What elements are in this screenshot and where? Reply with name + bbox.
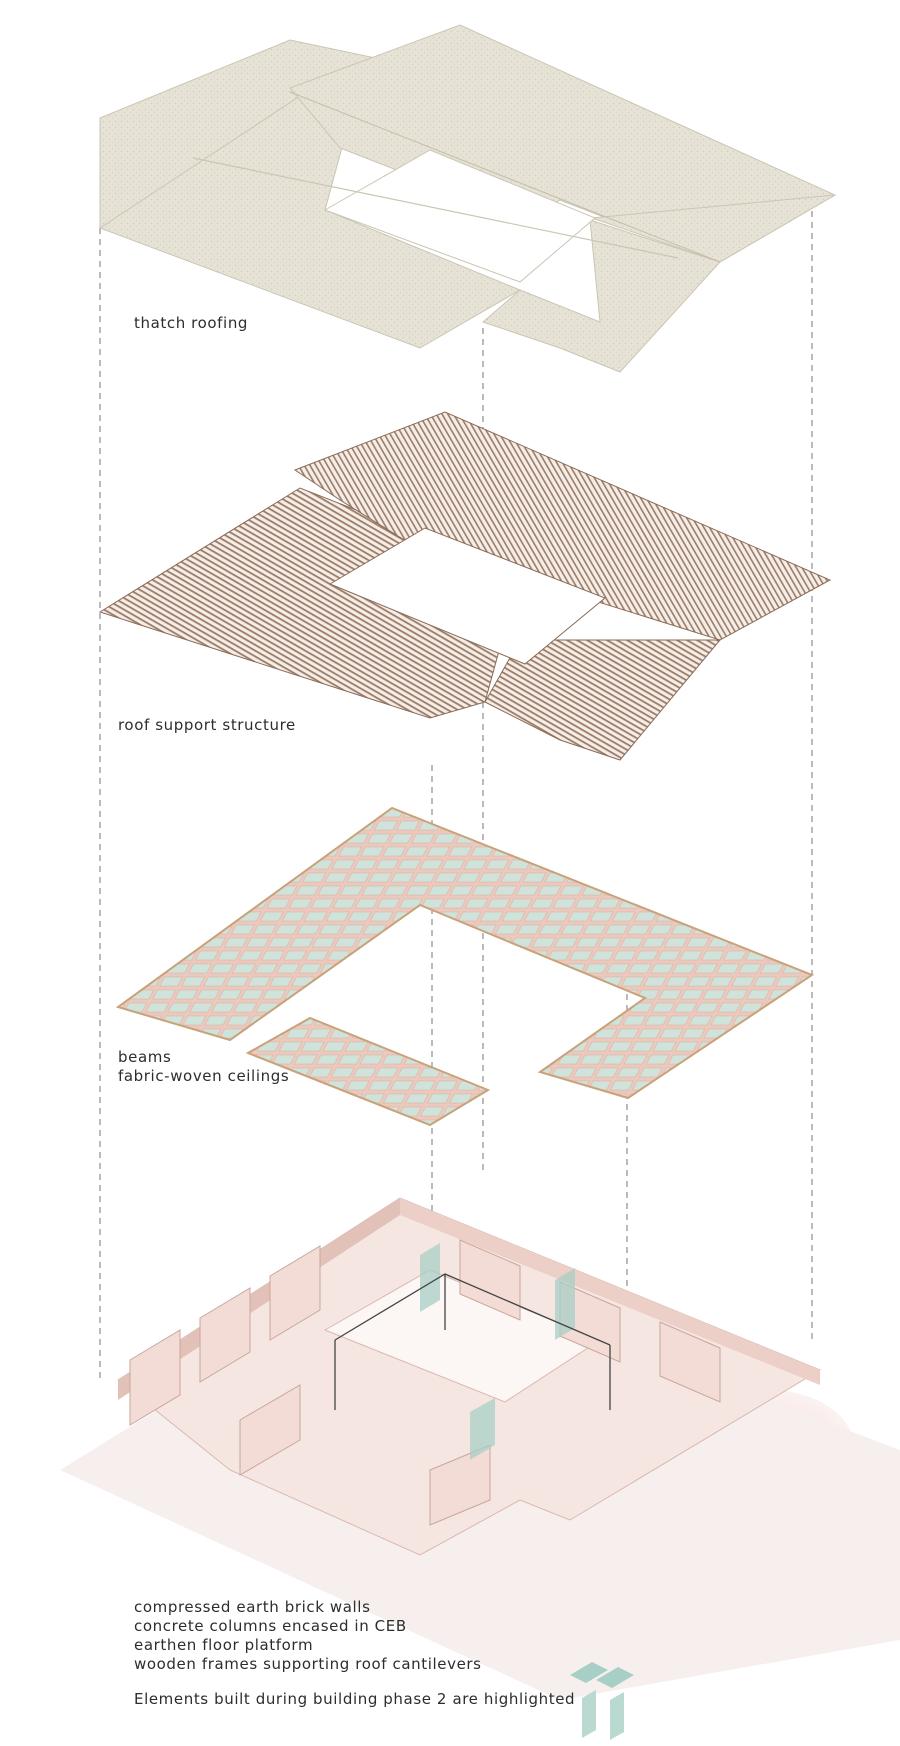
legend-frames: wooden frames supporting roof cantilever… bbox=[134, 1655, 482, 1673]
thatch-roof-panel-south bbox=[482, 219, 721, 373]
phase-2-icon bbox=[570, 1662, 634, 1740]
thatch-courtyard-void bbox=[323, 149, 596, 283]
perimeter-wall-west bbox=[118, 1198, 400, 1400]
legend-walls: compressed earth brick walls bbox=[134, 1598, 371, 1616]
thatch-roof-panel-east bbox=[591, 194, 836, 263]
wooden-frames bbox=[334, 1273, 611, 1410]
roof-support-north bbox=[293, 411, 832, 641]
ceiling-slab-main bbox=[115, 806, 815, 1100]
beams-label: beams bbox=[118, 1048, 172, 1066]
ground-floor-layer bbox=[60, 1197, 900, 1700]
legend-phase-note: Elements built during building phase 2 a… bbox=[134, 1690, 576, 1708]
thatch-roof-layer bbox=[98, 24, 837, 373]
legend-floor: earthen floor platform bbox=[134, 1636, 314, 1654]
ceiling-slab-small bbox=[245, 1016, 491, 1127]
fabric-ceilings-label: fabric-woven ceilings bbox=[118, 1067, 290, 1085]
roof-support-layer bbox=[98, 411, 832, 761]
beams-ceilings-label: beams fabric-woven ceilings bbox=[118, 1048, 289, 1086]
roof-support-courtyard-void bbox=[328, 527, 606, 665]
legend: compressed earth brick walls concrete co… bbox=[134, 1598, 575, 1709]
roof-support-label: roof support structure bbox=[118, 716, 296, 734]
legend-columns: concrete columns encased in CEB bbox=[134, 1617, 407, 1635]
perimeter-wall-north bbox=[400, 1198, 820, 1385]
guide-lines bbox=[99, 200, 813, 1380]
phase-2-highlights bbox=[420, 1243, 575, 1460]
ceiling-layer bbox=[115, 806, 815, 1127]
thatch-roofing-label: thatch roofing bbox=[134, 314, 249, 332]
